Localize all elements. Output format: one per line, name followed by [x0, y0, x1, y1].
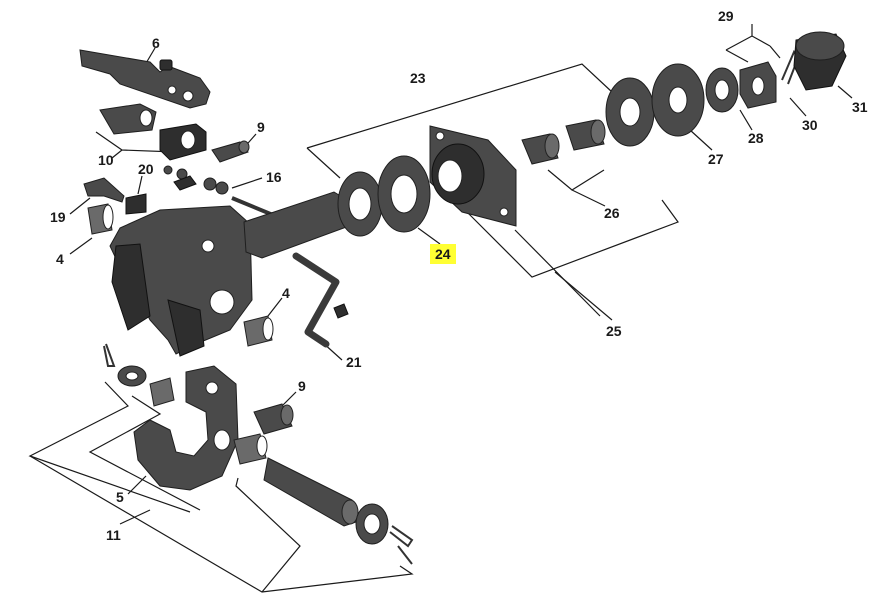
part-5-hook: [133, 365, 239, 491]
leader-lines: [28, 24, 853, 593]
part-29-castle-nut: [739, 61, 777, 109]
part-washer-left: [117, 365, 147, 387]
callout-26: 26: [604, 205, 620, 221]
part-4-bushing-left: [87, 203, 114, 235]
part-4-bushing-middle: [243, 315, 274, 347]
callout-27: 27: [708, 151, 724, 167]
callout-21: 21: [346, 354, 362, 370]
part-19-bolt: [83, 177, 125, 203]
part-cotter-pin-right: [389, 525, 414, 565]
part-27-washer: [651, 63, 705, 137]
callout-29: 29: [718, 8, 734, 24]
callout-24-highlight: [430, 244, 456, 264]
callout-10: 10: [98, 152, 114, 168]
callout-31: 31: [852, 99, 868, 115]
callout-19: 19: [50, 209, 66, 225]
part-26-bushings: [521, 119, 606, 165]
callout-20: 20: [138, 161, 154, 177]
callout-9-top: 9: [257, 119, 265, 135]
part-long-pin: [263, 457, 359, 527]
part-23-washers: [605, 77, 655, 147]
callout-4-middle: 4: [282, 285, 290, 301]
part-24-washer: [377, 155, 431, 233]
callout-16: 16: [266, 169, 282, 185]
part-23-thrust-washer: [337, 171, 383, 237]
callout-5: 5: [116, 489, 124, 505]
part-10-bushing-clevis: [99, 103, 207, 161]
part-25-flange-housing: [429, 125, 517, 227]
part-cotter-pin-left: [103, 343, 116, 367]
callout-4-left: 4: [56, 251, 64, 267]
callout-25: 25: [606, 323, 622, 339]
callout-6: 6: [152, 35, 160, 51]
callout-24: 24: [435, 246, 451, 262]
part-28-washer: [705, 67, 739, 113]
part-21-handle-rod: [292, 252, 349, 348]
part-6-latch-lever: [79, 49, 211, 109]
callout-30: 30: [802, 117, 818, 133]
part-20-spring: [125, 165, 188, 215]
part-31-grease-cap: [793, 31, 847, 91]
part-bushing-lower: [233, 433, 268, 465]
part-bushing-left: [149, 377, 175, 407]
callout-11: 11: [106, 527, 121, 543]
callout-9-bottom: 9: [298, 378, 306, 394]
callout-28: 28: [748, 130, 764, 146]
callout-23: 23: [410, 70, 426, 86]
part-9-pin-top: [211, 140, 250, 163]
part-washer-right: [355, 503, 389, 545]
part-9-pin-bottom: [253, 403, 294, 435]
callout-labels: 6 9 10 20 16 19 4 4 21 9 5 11 23 24 25 2…: [50, 8, 868, 543]
